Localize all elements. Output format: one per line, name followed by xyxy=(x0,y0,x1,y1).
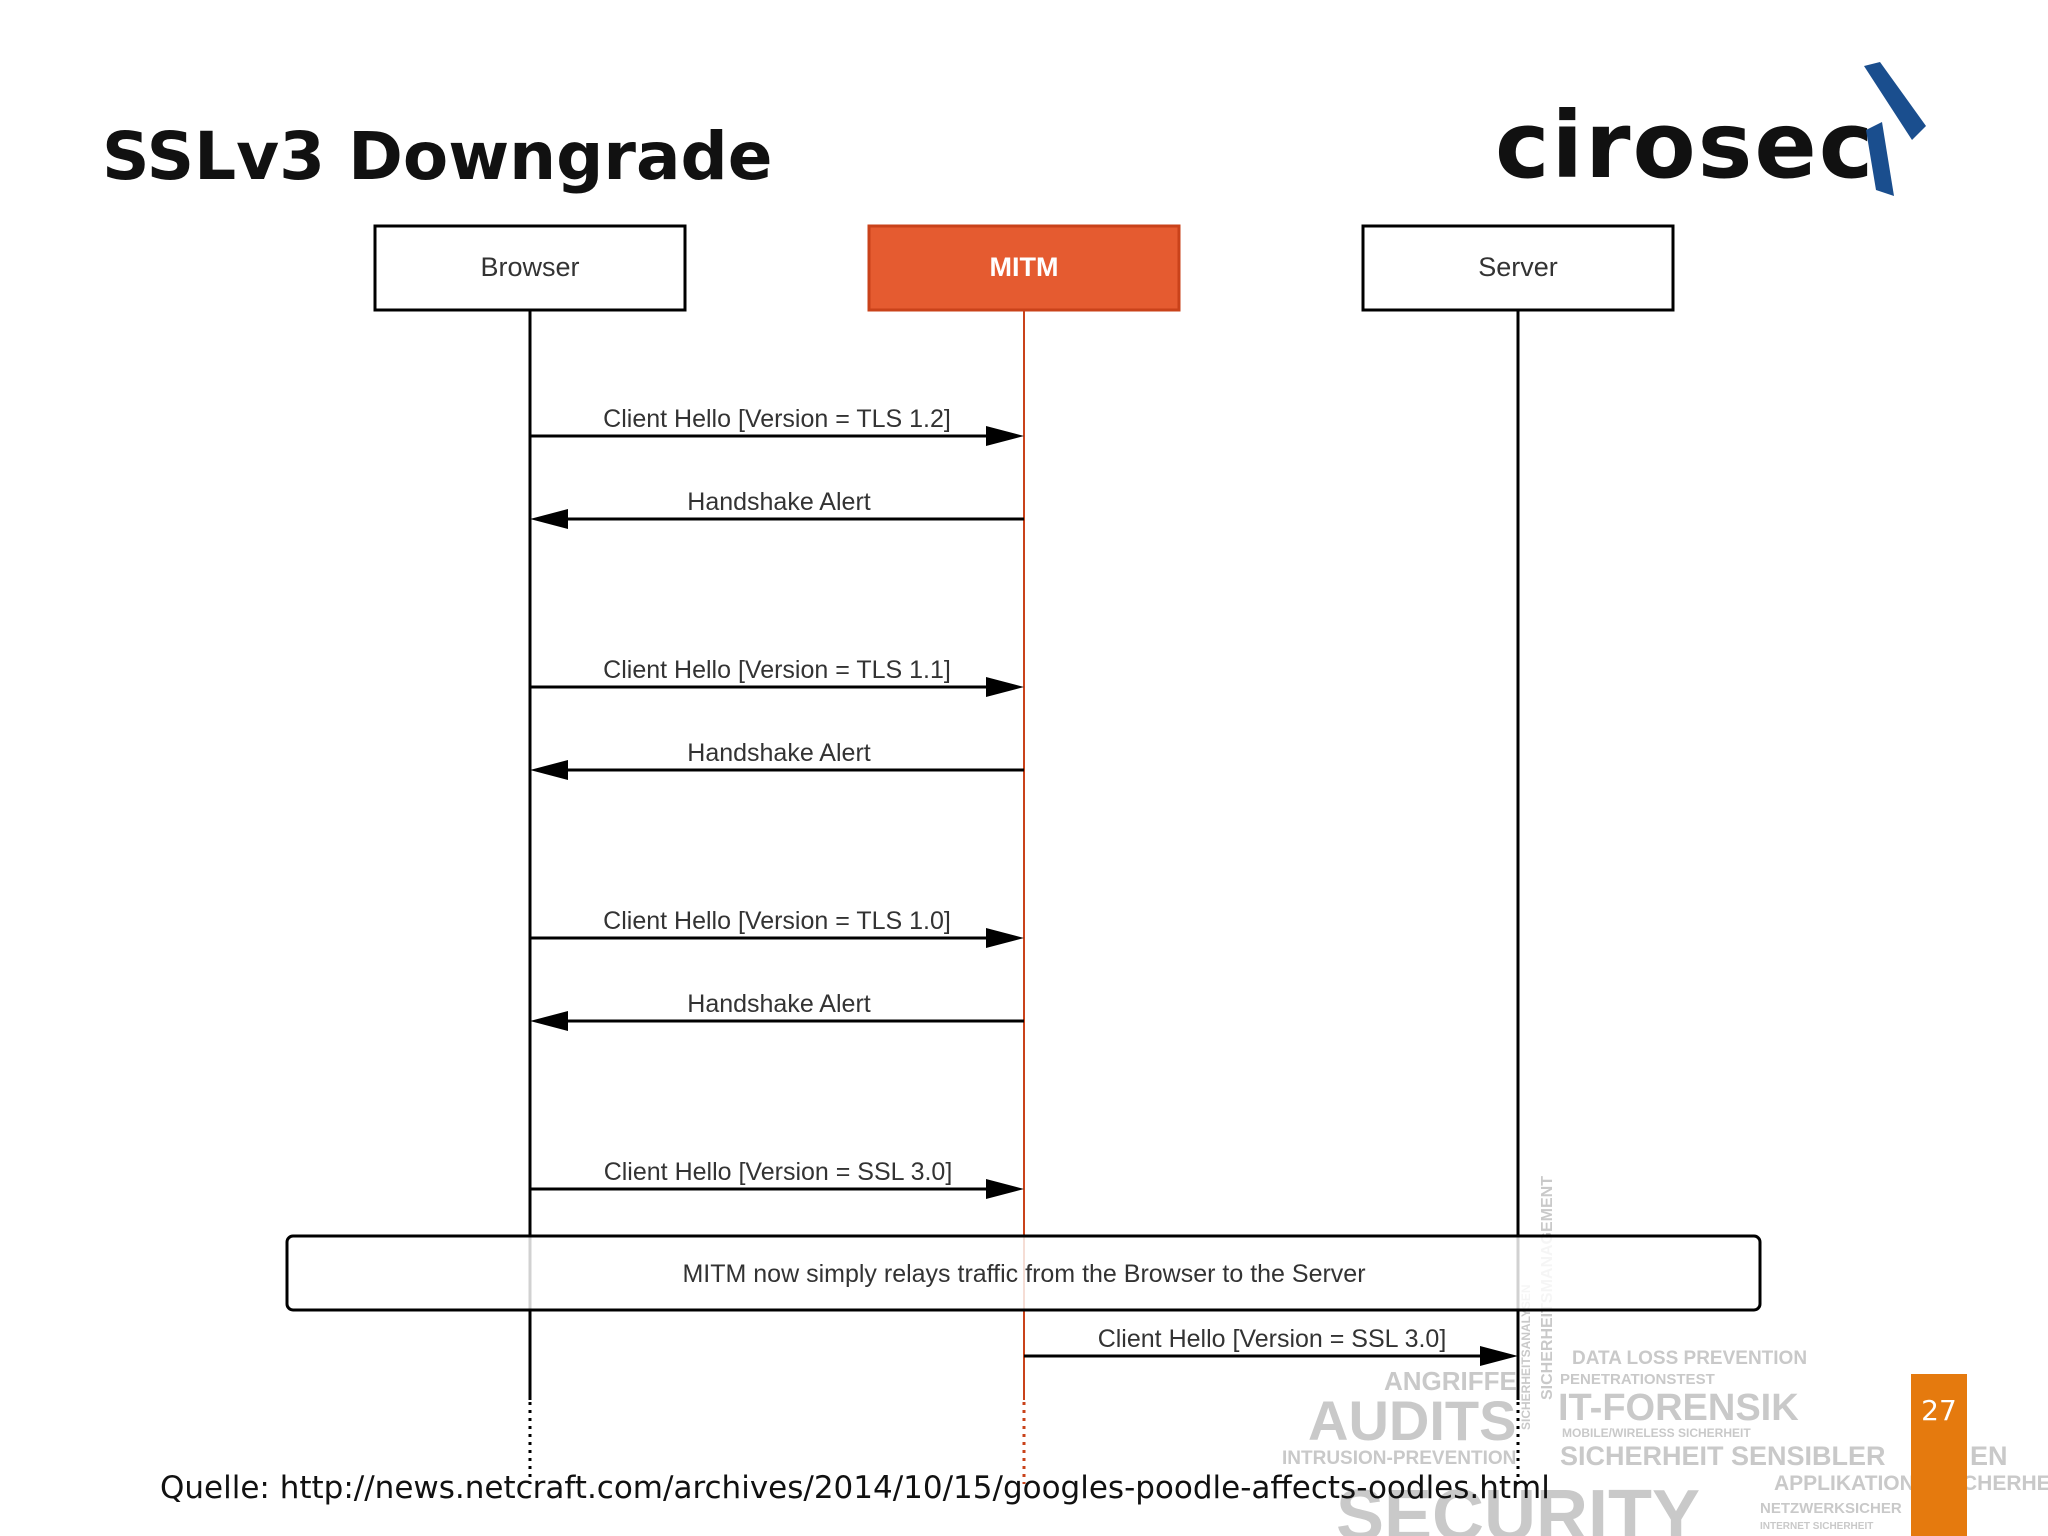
message-handshake-alert-2: Handshake Alert xyxy=(530,739,1024,780)
arrowhead-right-icon xyxy=(1480,1346,1518,1366)
wordcloud-word: INTRUSION-PREVENTION xyxy=(1282,1448,1516,1469)
wordcloud-word: AUDITS xyxy=(1308,1389,1516,1452)
arrowhead-left-icon xyxy=(530,509,568,529)
message-client-hello-tls10: Client Hello [Version = TLS 1.0] xyxy=(530,907,1024,948)
arrowhead-left-icon xyxy=(530,760,568,780)
message-label: Handshake Alert xyxy=(687,739,871,767)
source-citation: Quelle: http://news.netcraft.com/archive… xyxy=(160,1470,1550,1506)
wordcloud-word: NETZWERKSICHER xyxy=(1760,1500,1902,1517)
message-client-hello-tls12: Client Hello [Version = TLS 1.2] xyxy=(530,405,1024,446)
message-handshake-alert-1: Handshake Alert xyxy=(530,488,1024,529)
wordcloud-word: SICHERHEIT SENSIBLER xyxy=(1560,1441,1886,1471)
wordcloud-word: APPLIKATION xyxy=(1774,1472,1915,1495)
message-label: Client Hello [Version = TLS 1.0] xyxy=(603,907,951,935)
arrowhead-right-icon xyxy=(986,1179,1024,1199)
message-label: Handshake Alert xyxy=(687,990,871,1018)
wordcloud-word: CHERHE xyxy=(1962,1472,2048,1495)
actor-browser-label: Browser xyxy=(480,252,579,282)
relay-note-text: MITM now simply relays traffic from the … xyxy=(682,1260,1365,1288)
actor-mitm: MITM xyxy=(867,224,1181,312)
wordcloud-word: DATA LOSS PREVENTION xyxy=(1572,1348,1807,1369)
message-client-hello-ssl30: Client Hello [Version = SSL 3.0] xyxy=(530,1158,1024,1199)
actor-server-label: Server xyxy=(1478,252,1558,282)
message-label: Client Hello [Version = SSL 3.0] xyxy=(1098,1325,1447,1353)
wordcloud-word: EN xyxy=(1970,1441,2008,1471)
message-label: Handshake Alert xyxy=(687,488,871,516)
message-handshake-alert-3: Handshake Alert xyxy=(530,990,1024,1031)
slide-title: SSLv3 Downgrade xyxy=(102,118,773,195)
wordcloud-word: SECURITY xyxy=(1336,1476,1700,1536)
message-client-hello-ssl30-relayed: Client Hello [Version = SSL 3.0] xyxy=(1024,1325,1518,1366)
message-label: Client Hello [Version = TLS 1.1] xyxy=(603,656,951,684)
message-label: Client Hello [Version = TLS 1.2] xyxy=(603,405,951,433)
wordcloud-watermark: DATA LOSS PREVENTION PENETRATIONSTEST IT… xyxy=(1282,1176,2048,1536)
message-label: Client Hello [Version = SSL 3.0] xyxy=(604,1158,953,1186)
arrowhead-left-icon xyxy=(530,1011,568,1031)
wordcloud-word: INTERNET SICHERHEIT xyxy=(1760,1521,1873,1532)
actor-server: Server xyxy=(1361,224,1675,312)
logo-swoosh-icon xyxy=(1864,62,1926,196)
company-logo-text: cirosec xyxy=(1495,92,1876,199)
actor-browser: Browser xyxy=(373,224,687,312)
wordcloud-word: SICHERHEITSANALYSEN xyxy=(1519,1284,1533,1430)
message-client-hello-tls11: Client Hello [Version = TLS 1.1] xyxy=(530,656,1024,697)
actor-mitm-label: MITM xyxy=(990,252,1059,282)
page-number-badge: 27 xyxy=(1911,1374,1967,1536)
wordcloud-word: ANGRIFFE xyxy=(1384,1366,1517,1396)
arrowhead-right-icon xyxy=(986,426,1024,446)
wordcloud-word: MOBILE/WIRELESS SICHERHEIT xyxy=(1562,1426,1751,1440)
wordcloud-word: PENETRATIONSTEST xyxy=(1560,1371,1715,1388)
wordcloud-word: IT-FORENSIK xyxy=(1558,1387,1799,1429)
page-number: 27 xyxy=(1921,1394,1957,1427)
arrowhead-right-icon xyxy=(986,677,1024,697)
relay-note: MITM now simply relays traffic from the … xyxy=(285,1234,1762,1312)
arrowhead-right-icon xyxy=(986,928,1024,948)
